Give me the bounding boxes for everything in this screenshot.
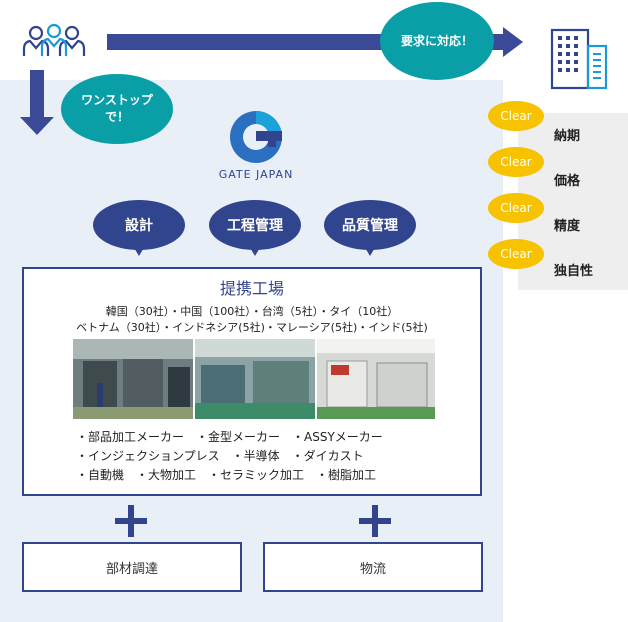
logo-text: GATE JAPAN	[218, 168, 294, 181]
capabilities-line-3: ・自動機 ・大物加工 ・セラミック加工 ・樹脂加工	[76, 468, 377, 482]
clear-badge: Clear	[488, 147, 544, 177]
people-icon	[22, 23, 88, 60]
clear-badge: Clear	[488, 239, 544, 269]
factory-photo-2	[195, 339, 315, 419]
service-label: 設計	[93, 200, 185, 250]
plus-icon	[128, 505, 134, 537]
clear-label: 独自性	[554, 263, 594, 279]
service-process: 工程管理	[209, 200, 301, 260]
service-label: 品質管理	[324, 200, 416, 250]
service-pointer	[364, 246, 376, 256]
service-quality: 品質管理	[324, 200, 416, 260]
logistics-box: 物流	[263, 542, 483, 592]
service-design: 設計	[93, 200, 185, 260]
service-pointer	[133, 246, 145, 256]
flow-arrow-right-head	[503, 27, 523, 57]
factory-photo-1	[73, 339, 193, 419]
factory-photo-3	[317, 339, 435, 419]
procurement-box: 部材調達	[22, 542, 242, 592]
service-pointer	[249, 246, 261, 256]
clear-label: 価格	[554, 173, 581, 189]
clear-label: 納期	[554, 128, 581, 144]
flow-arrow-down-head	[20, 117, 54, 135]
respond-bubble: 要求に対応！	[380, 2, 494, 80]
clear-label: 精度	[554, 218, 581, 234]
building-icon	[548, 26, 610, 90]
one-stop-bubble: ワンストップ で！	[61, 74, 173, 144]
capabilities-line-2: ・インジェクションプレス ・半導体 ・ダイカスト	[76, 449, 364, 463]
clear-badge: Clear	[488, 101, 544, 131]
clear-badge: Clear	[488, 193, 544, 223]
plus-icon	[372, 505, 378, 537]
service-label: 工程管理	[209, 200, 301, 250]
capabilities-line-1: ・部品加工メーカー ・金型メーカー ・ASSYメーカー	[76, 430, 383, 444]
countries-line-2: ベトナム（30社）・インドネシア(5社)・マレーシア(5社)・インド(5社)	[76, 321, 428, 334]
flow-arrow-down	[30, 70, 44, 118]
gate-japan-logo-icon	[228, 109, 284, 165]
countries-line-1: 韓国（30社）・中国（100社）・台湾（5社）・タイ（10社）	[105, 305, 399, 318]
factory-title: 提携工場	[219, 279, 284, 298]
